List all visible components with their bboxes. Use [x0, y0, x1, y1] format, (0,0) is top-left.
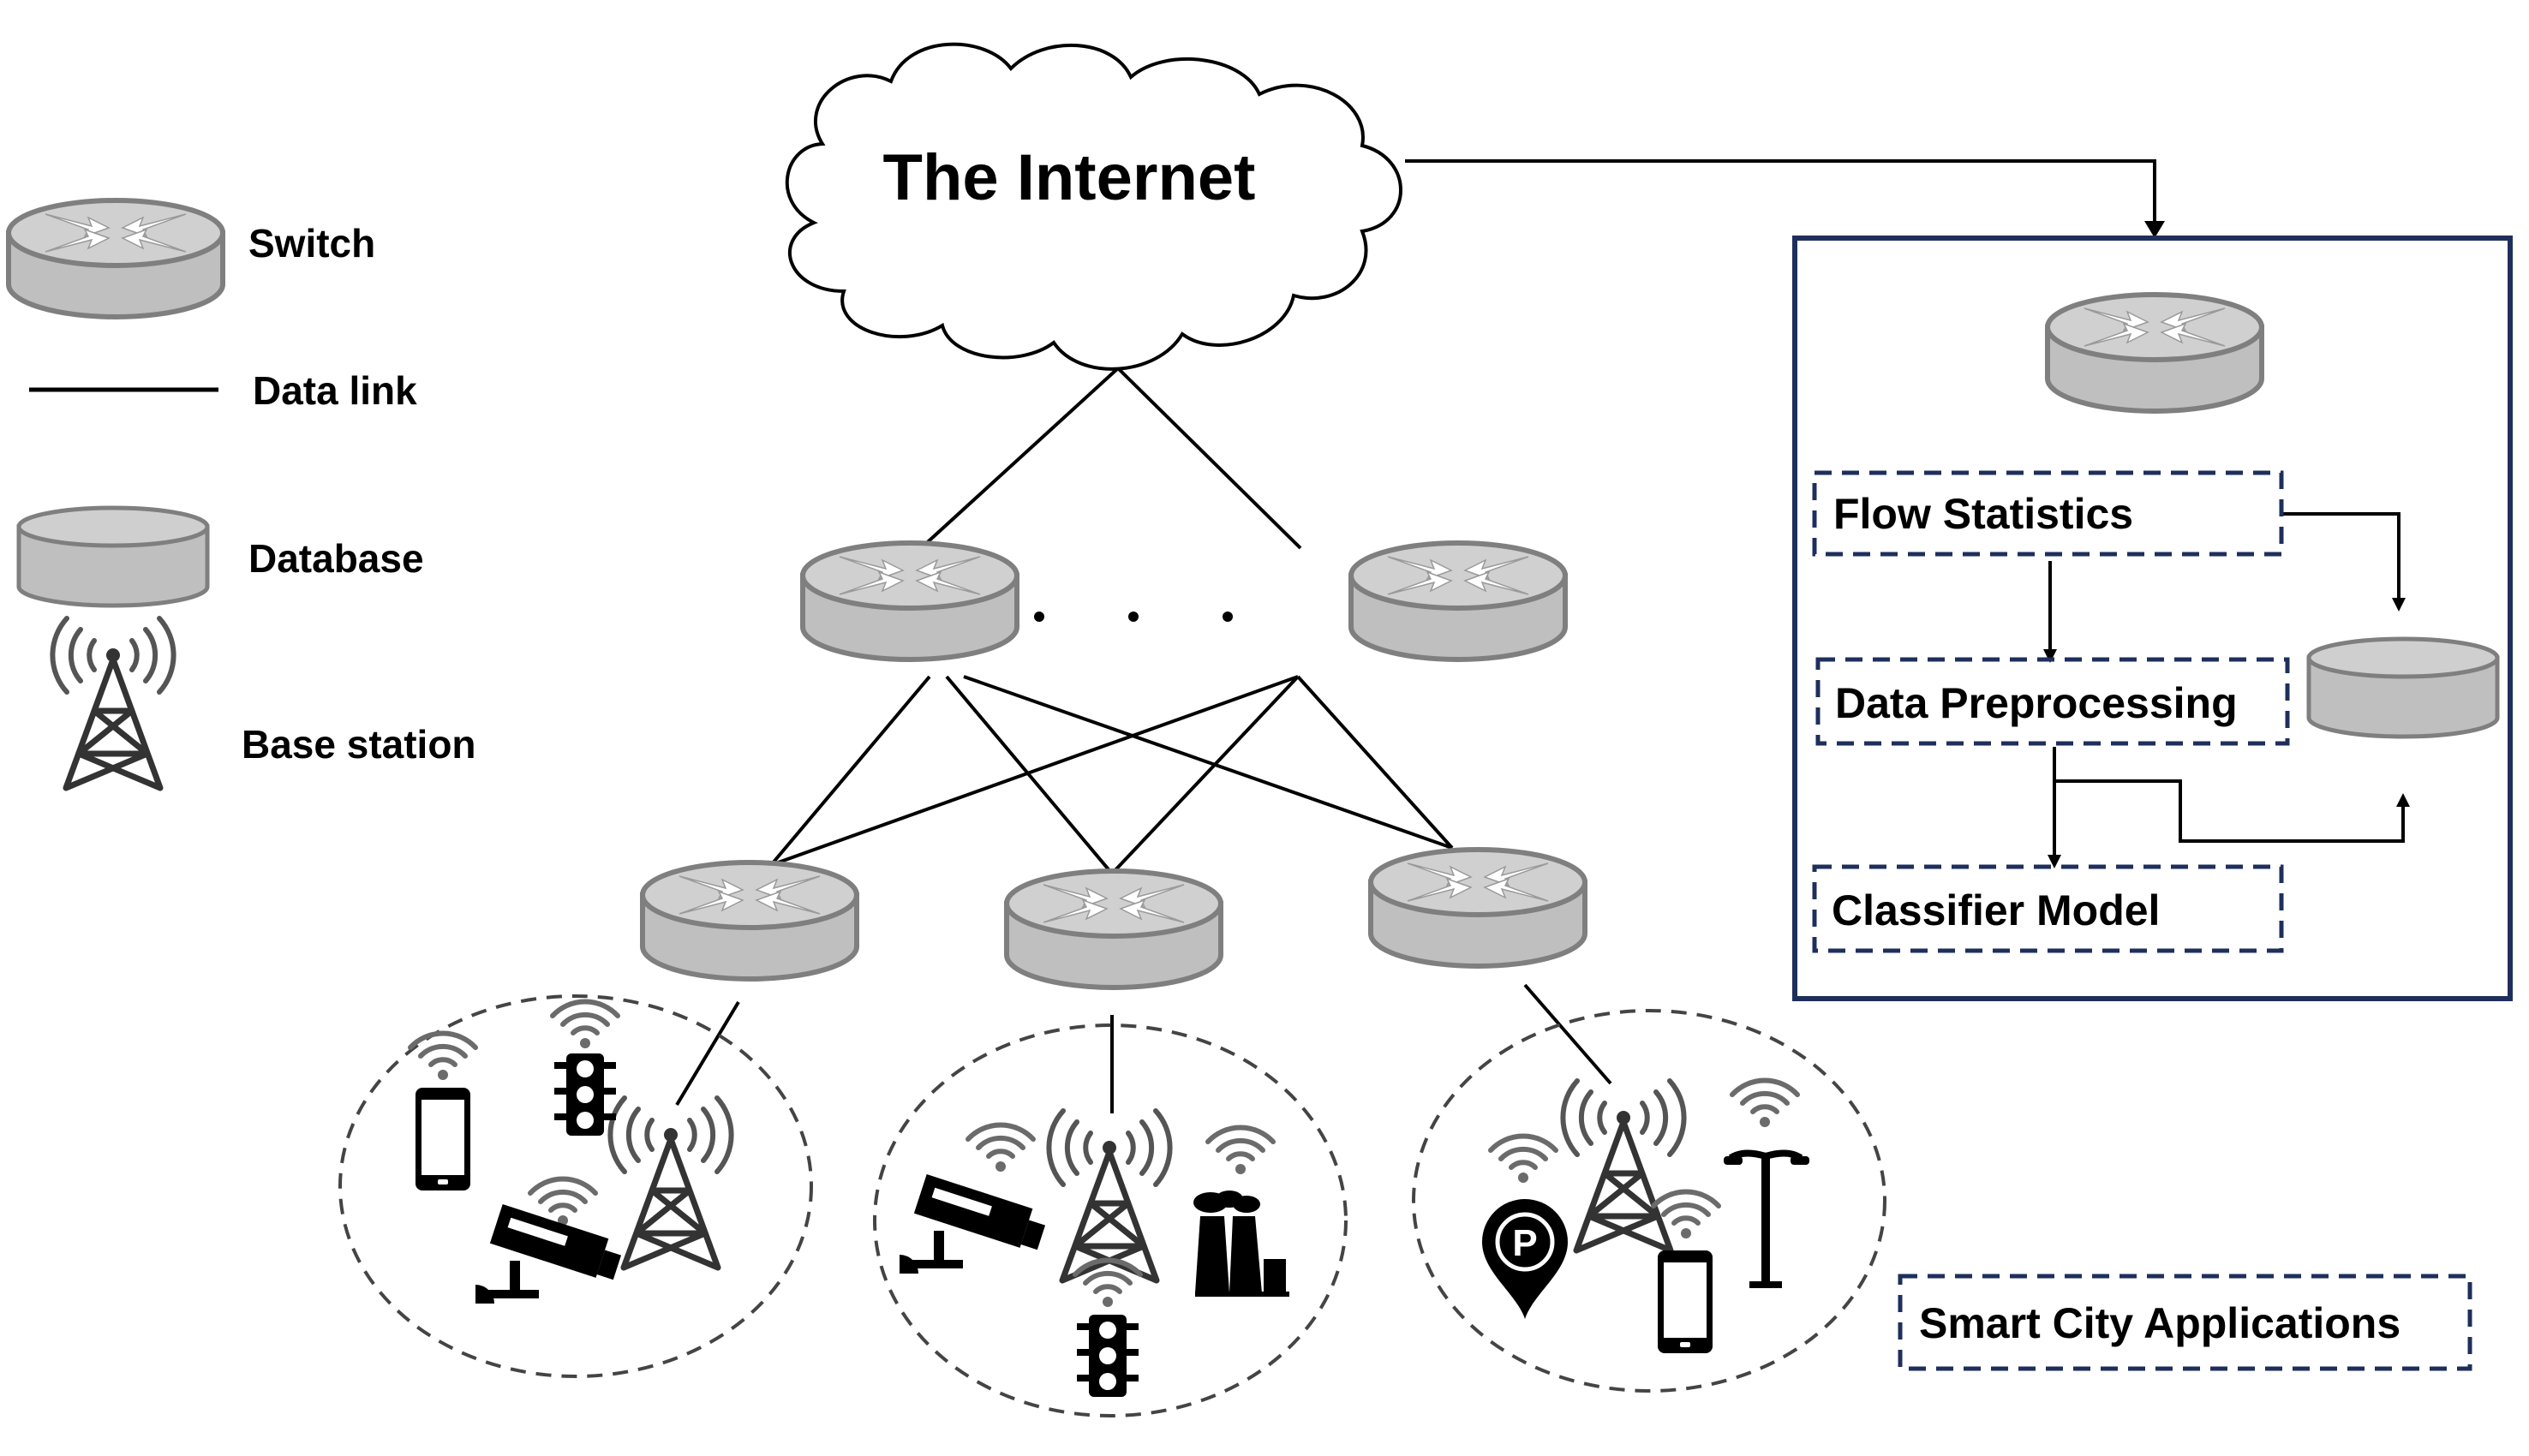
traffic-light-icon: [554, 1053, 616, 1136]
internet-cloud: The Internet: [785, 42, 1402, 371]
agg-switch-2-icon: [1007, 871, 1221, 988]
device-clusters: [338, 994, 1886, 1417]
parking-pin-icon: [1482, 1199, 1568, 1319]
wifi-icon: [1491, 1136, 1556, 1183]
traffic-light-icon: [1077, 1315, 1139, 1397]
cluster-2-boundary: [873, 1023, 1348, 1417]
wifi-icon: [1208, 1127, 1273, 1174]
ellipsis-dots: [1034, 612, 1233, 622]
controller-database-icon: [2309, 639, 2497, 737]
data-preprocessing-label: Data Preprocessing: [1835, 679, 2238, 727]
arrow-to-panel: [2144, 221, 2165, 238]
factory-icon: [1193, 1190, 1289, 1297]
flow-statistics-label: Flow Statistics: [1833, 490, 2133, 538]
legend-switch-label: Switch: [248, 221, 375, 266]
legend-base-station-icon: [52, 618, 173, 788]
wifi-icon: [410, 1033, 475, 1080]
classifier-model-box: [1812, 864, 2284, 953]
agg-switch-3-icon: [1371, 850, 1585, 966]
legend-base-station-label: Base station: [242, 722, 476, 767]
cctv-camera-icon: [475, 1204, 625, 1304]
classifier-model-label: Classifier Model: [1832, 886, 2160, 934]
cluster-1-boundary: [338, 994, 813, 1378]
smartphone-icon: [1658, 1250, 1713, 1353]
cluster-2-base-station-icon: [1049, 1111, 1169, 1280]
cluster-1-base-station-icon: [610, 1098, 731, 1268]
smartphone-icon: [416, 1088, 470, 1190]
legend-data-link-label: Data link: [253, 368, 417, 413]
smart-city-label: Smart City Applications: [1919, 1299, 2400, 1347]
controller-switch-icon: [2048, 295, 2262, 411]
agg-switch-1-icon: [643, 862, 857, 979]
core-switch-2-icon: [1351, 543, 1565, 659]
legend-switch-icon: [9, 200, 223, 317]
data-links: [675, 159, 2156, 1113]
wifi-icon: [1075, 1260, 1140, 1307]
cluster-3-base-station-icon: [1563, 1081, 1683, 1250]
controller-panel: Flow Statistics Data Preprocessing Class…: [1792, 236, 2513, 1371]
smart-city-box: [1898, 1274, 2472, 1371]
flow-statistics-box: [1812, 470, 2284, 557]
core-switch-1-icon: [803, 543, 1017, 659]
internet-label: The Internet: [883, 141, 1256, 214]
cluster-3-boundary: [1412, 1009, 1886, 1393]
wifi-icon: [1732, 1080, 1797, 1127]
cctv-camera-icon: [900, 1174, 1049, 1274]
legend-database-label: Database: [248, 536, 424, 581]
wifi-icon: [968, 1125, 1033, 1172]
legend-database-icon: [19, 508, 207, 606]
wifi-icon: [553, 1001, 618, 1048]
legend: Switch Data link Database Base station: [9, 200, 476, 788]
street-lamp-icon: [1724, 1153, 1809, 1288]
panel-border: [1792, 236, 2513, 1001]
data-preprocessing-box: [1815, 657, 2290, 746]
